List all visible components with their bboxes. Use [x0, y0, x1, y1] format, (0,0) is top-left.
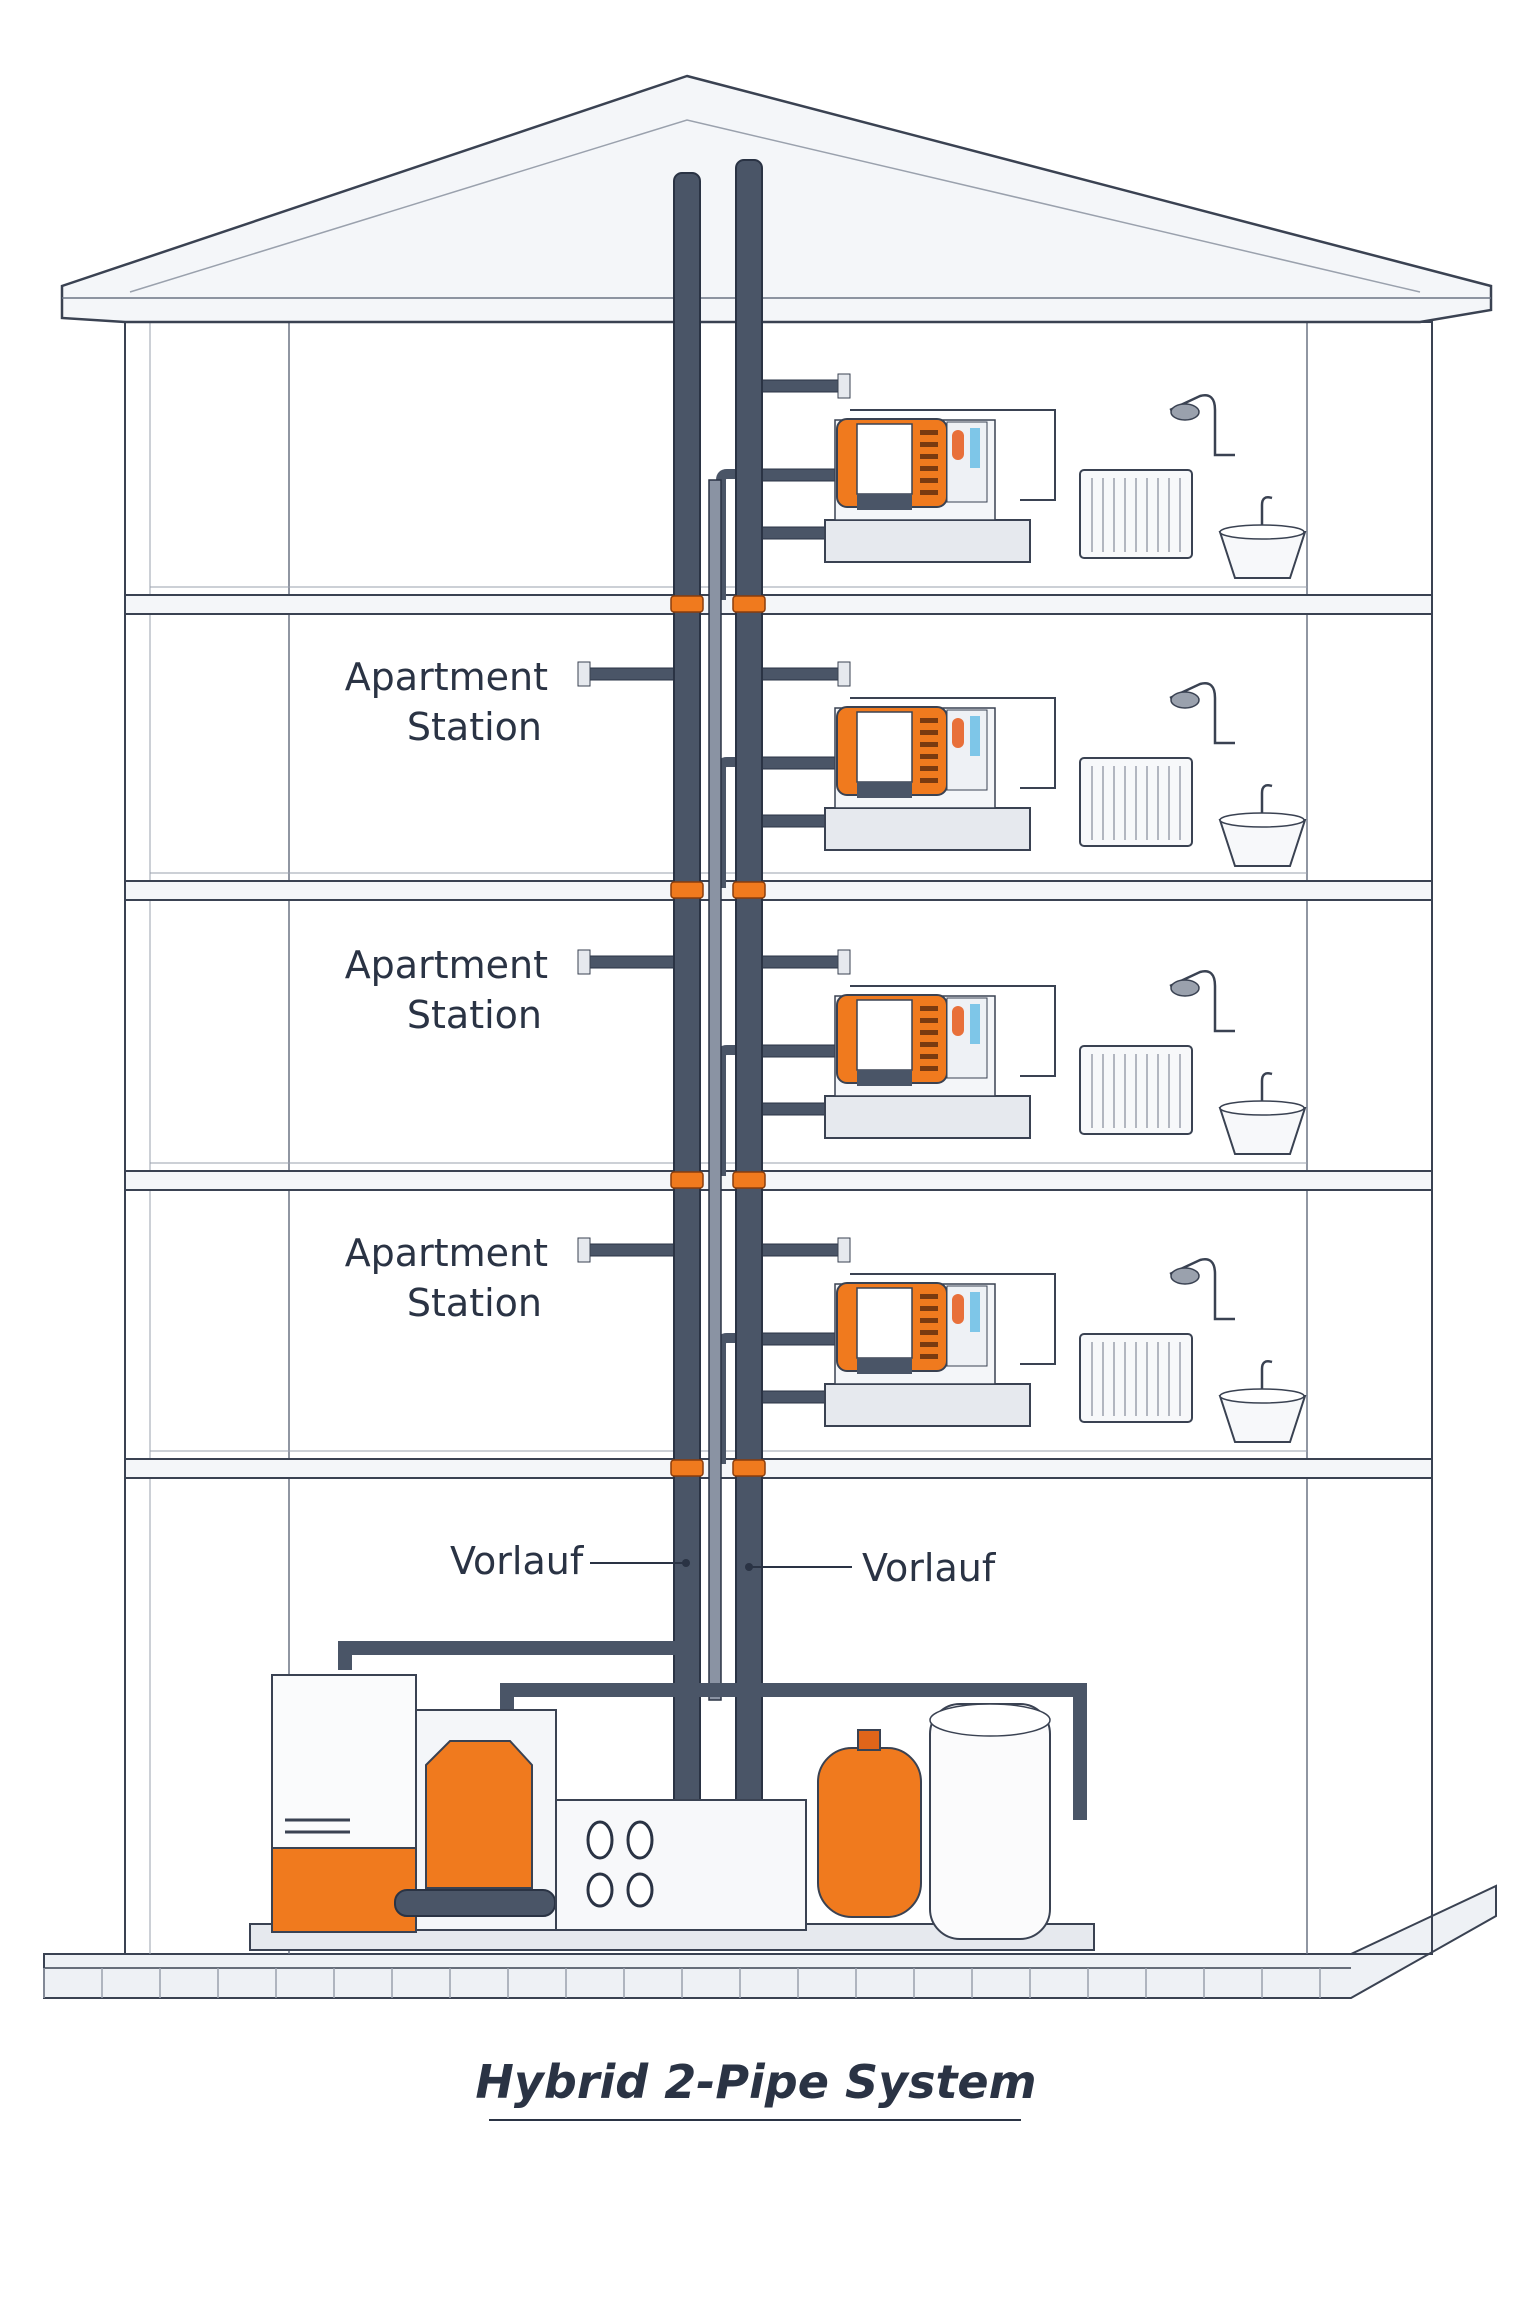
pipe-clamp [670, 1171, 704, 1189]
pipe-clamp [670, 595, 704, 613]
pipe-clamp [732, 881, 766, 899]
riser-pipe-left [673, 172, 701, 1929]
apartment-station-label: Station [407, 705, 542, 749]
shower-head [1169, 394, 1235, 457]
pipe-clamp [732, 1459, 766, 1477]
svg-text:Vorlauf: Vorlauf [450, 1539, 585, 1583]
apartment-floor [577, 661, 1307, 888]
riser-pipes [673, 159, 763, 1929]
apartment-station-label: Apartment [345, 943, 548, 987]
wash-basin [1218, 1072, 1307, 1155]
apartment-station-label: Apartment [345, 655, 548, 699]
apartment-floor [716, 373, 1307, 600]
riser-pipe-thin [708, 479, 722, 1701]
roof [60, 74, 1493, 324]
basement-plant [249, 1641, 1095, 1951]
radiator [1079, 469, 1193, 559]
apartment-station-unit [824, 409, 1056, 563]
pipe-clamp [670, 1459, 704, 1477]
vorlauf-label-right: Vorlauf [745, 1546, 997, 1590]
floor-slab [124, 1458, 1433, 1479]
floor-slabs [124, 586, 1433, 1479]
expansion-vessel [817, 1747, 922, 1918]
floor-slab [124, 1170, 1433, 1191]
wash-basin [1218, 496, 1307, 579]
hot-water-storage-tank [929, 1703, 1051, 1940]
header-pipe [500, 1683, 1087, 1820]
floor-slab [124, 880, 1433, 901]
apartment-station-unit [824, 697, 1056, 851]
svg-text:Vorlauf: Vorlauf [862, 1546, 997, 1590]
apartment-floor [577, 1237, 1307, 1464]
pump-group [555, 1799, 807, 1931]
floor-slab [124, 594, 1433, 615]
radiator [1079, 757, 1193, 847]
apartment-station-label: Station [407, 1281, 542, 1325]
shower-head [1169, 970, 1235, 1033]
apartment-floor [577, 949, 1307, 1176]
pipe-clamp [732, 595, 766, 613]
shower-head [1169, 682, 1235, 745]
buffer-tank-orange-box [425, 1740, 533, 1889]
riser-pipe-right [735, 159, 763, 1929]
boiler-feed-pipe [338, 1641, 683, 1670]
pump-icons [586, 1820, 654, 1908]
apartment-station-unit [824, 985, 1056, 1139]
radiator [1079, 1333, 1193, 1423]
vorlauf-label-left: Vorlauf [450, 1539, 690, 1583]
apartment-station-unit [824, 1273, 1056, 1427]
horizontal-pipe [394, 1889, 556, 1917]
shower-head [1169, 1258, 1235, 1321]
wash-basin [1218, 1360, 1307, 1443]
apartment-station-label: Apartment [345, 1231, 548, 1275]
pipe-clamp [670, 881, 704, 899]
apartment-station-label: Station [407, 993, 542, 1037]
radiator [1079, 1045, 1193, 1135]
diagram-title: Hybrid 2-Pipe System [475, 2055, 1036, 2109]
pipe-clamp [732, 1171, 766, 1189]
wash-basin [1218, 784, 1307, 867]
